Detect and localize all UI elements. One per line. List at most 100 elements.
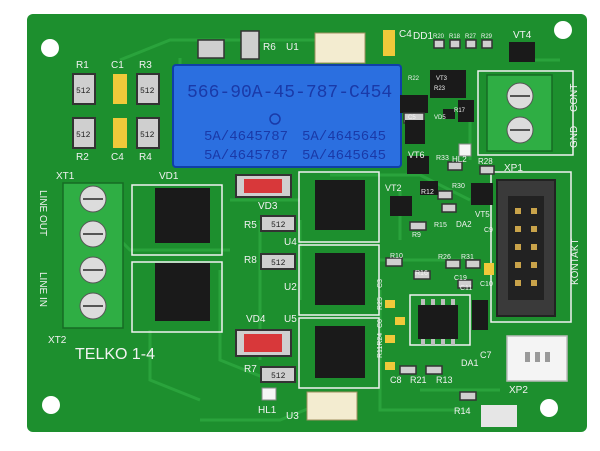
designator: VD3 xyxy=(258,201,278,212)
mounting-hole xyxy=(554,21,572,39)
designator: HL2 xyxy=(452,155,467,164)
designator: R10 xyxy=(390,253,403,260)
relay-rating-3: 5A/4645787 xyxy=(204,148,288,164)
connector-label-xp2: XP2 xyxy=(509,385,528,396)
mounting-hole xyxy=(42,396,60,414)
designator: C4 xyxy=(399,29,412,40)
resistor-marking: 512 xyxy=(271,259,286,268)
kontakt-label: KONTAKT xyxy=(570,239,581,285)
optocoupler-u4 xyxy=(315,180,365,230)
designator: C4 xyxy=(111,152,124,163)
resistor-marking: 512 xyxy=(76,87,91,96)
designator: C19 xyxy=(454,275,467,282)
designator: R16 xyxy=(415,270,428,277)
relay-marker xyxy=(269,113,281,125)
ic-pins xyxy=(421,299,455,345)
resistor-marking: 512 xyxy=(140,87,155,96)
designator: R23 xyxy=(434,86,446,92)
designator: R30 xyxy=(452,183,465,190)
mounting-hole xyxy=(540,399,558,417)
designator: R27 xyxy=(465,34,477,40)
designator: VT4 xyxy=(513,30,532,41)
designator: R3 xyxy=(139,60,152,71)
optocoupler-u5 xyxy=(315,326,365,378)
designator: C9 xyxy=(484,227,493,234)
designator: R15 xyxy=(434,222,447,229)
designator: U3 xyxy=(286,411,299,422)
header-cavity xyxy=(508,196,544,300)
line-out-label: LINE OUT xyxy=(37,190,48,236)
designator: R2 xyxy=(76,152,89,163)
silkscreen-outlines xyxy=(131,70,574,389)
designator: VD1 xyxy=(159,171,179,182)
ic-dd1 xyxy=(400,95,428,113)
resistor-marking: 512 xyxy=(271,372,286,381)
resistor-marking: 512 xyxy=(76,131,91,140)
designator: R14 xyxy=(454,406,471,416)
capacitor-c5 xyxy=(405,120,425,144)
terminal-screws xyxy=(79,185,107,320)
capacitors xyxy=(113,30,494,370)
diode-vd3-body xyxy=(244,179,282,193)
component-u1 xyxy=(314,32,366,64)
designator: R12 xyxy=(421,189,434,196)
screw-slots xyxy=(83,198,103,307)
relay-body xyxy=(172,64,402,168)
designator: VT6 xyxy=(408,150,425,160)
designator: R1 xyxy=(76,60,89,71)
bridge-rectifier-2 xyxy=(155,263,210,321)
designator: DA1 xyxy=(461,358,479,368)
resistor-marking: 512 xyxy=(271,221,286,230)
edge-connector xyxy=(481,405,517,427)
designator: U2 xyxy=(284,282,297,293)
designator: R21 xyxy=(410,375,427,385)
relay-rating-1: 5A/4645787 xyxy=(204,129,288,145)
led-hl2 xyxy=(458,143,472,157)
mounting-hole xyxy=(41,39,59,57)
component-u3 xyxy=(306,391,358,421)
optocoupler-u2 xyxy=(315,253,365,305)
connector-label-xt1: XT1 xyxy=(56,171,75,182)
designator: R5 xyxy=(244,220,257,231)
designator: VT2 xyxy=(385,183,402,193)
designator: HL1 xyxy=(258,405,277,416)
screw-slots xyxy=(510,95,530,131)
designator: C7 xyxy=(480,350,492,360)
designator: U1 xyxy=(286,42,299,53)
designator: R18 xyxy=(449,34,461,40)
designator: R29 xyxy=(481,34,493,40)
designator: R6 xyxy=(263,42,276,53)
line-in-label: LINE IN xyxy=(37,272,48,307)
relay-rating-4: 5A/4645645 xyxy=(302,148,386,164)
designator: VT3 xyxy=(436,76,448,82)
designator: R22 xyxy=(408,76,420,82)
relay-rating-2: 5A/4645645 xyxy=(302,129,386,145)
designator: R4 xyxy=(139,152,152,163)
designator: R7 xyxy=(244,364,257,375)
designator: C3 xyxy=(377,279,384,288)
cont-label: CONT xyxy=(569,84,580,112)
transistors xyxy=(390,42,535,216)
designator: C8 xyxy=(390,375,402,385)
designator: R17 xyxy=(454,108,466,114)
designator: R31 xyxy=(461,254,474,261)
designator: C6 xyxy=(377,319,384,328)
designator: R25 xyxy=(377,297,384,310)
small-smd-parts xyxy=(197,30,495,401)
ic-vt3 xyxy=(430,70,466,98)
designator: U5 xyxy=(284,314,297,325)
designators: R1 C1 R3 R2 C4 R4 R6 U1 C4 DD1 R20 R18 R… xyxy=(76,29,532,422)
designator: R8 xyxy=(244,255,257,266)
board-title: TELKO 1-4 xyxy=(75,346,155,363)
designator: U4 xyxy=(284,237,297,248)
designator: VD5 xyxy=(434,115,446,121)
designator: C1 xyxy=(111,60,124,71)
designator: R26 xyxy=(438,254,451,261)
designator: R28 xyxy=(478,157,493,166)
designator: R9 xyxy=(412,232,421,239)
diode-vd4-body xyxy=(244,334,282,352)
designator: DA2 xyxy=(456,220,472,229)
designator: R33 xyxy=(436,155,449,162)
smd-resistors xyxy=(72,73,296,383)
gnd-label: GND xyxy=(569,126,580,148)
